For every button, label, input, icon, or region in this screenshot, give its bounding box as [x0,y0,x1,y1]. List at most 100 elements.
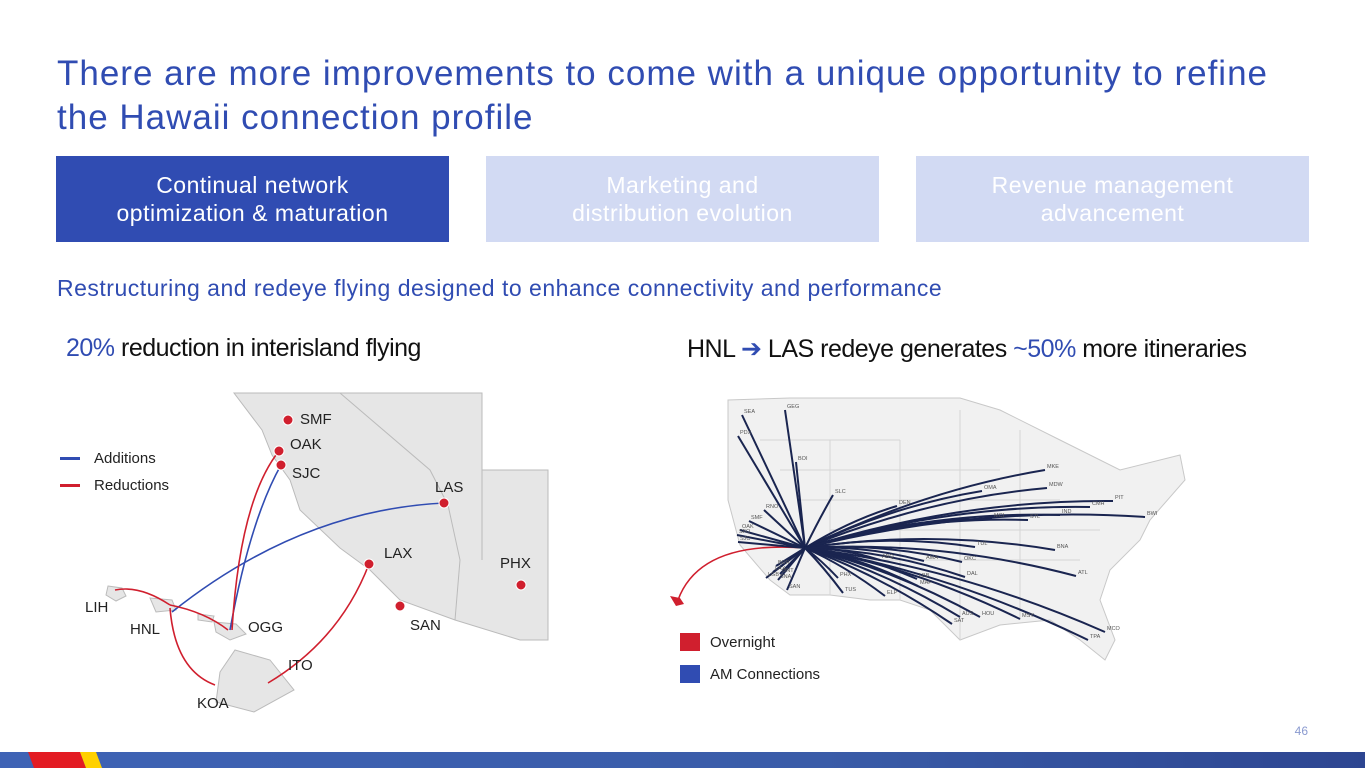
airport-dot-smf [282,414,294,426]
arrow-right-icon: ➔ [741,335,762,363]
airport-label-hou: HOU [982,611,994,617]
additions-swatch [60,457,80,460]
airport-label-lbb: LBB [919,573,930,579]
brand-stripes [28,752,102,768]
airport-label-geg: GEG [787,404,799,410]
route-las-atl [804,545,1077,577]
headline-post: more itineraries [1075,335,1247,363]
airport-label-lgb: LGB [768,572,779,578]
route-las-pdx [737,435,806,549]
route-las-den [804,505,898,549]
route-lih-hnl [114,588,171,606]
airport-label-san: SAN [789,584,800,590]
airport-label-mke: MKE [1047,464,1059,470]
route-las-mdw [804,487,1048,549]
airport-label-ogg: OGG [248,619,283,636]
airport-label-atl: ATL [1078,570,1088,576]
airport-label-pdx: PDX [740,430,752,436]
airport-label-cmh: CMH [1092,501,1105,507]
route-las-sjc [737,541,806,549]
airport-label-koa: KOA [197,695,229,712]
route-las-mke [804,469,1046,549]
overnight-swatch [680,633,700,651]
legend-reductions: Reductions [60,477,169,494]
airport-label-oak: OAK [290,436,322,453]
tab-network-optimization: Continual network optimization & maturat… [56,156,449,242]
airport-label-pit: PIT [1115,495,1124,501]
route-koa-lax [267,563,370,684]
legend-additions-label: Additions [94,450,156,467]
airport-label-aus: AUS [962,611,974,617]
legend-overnight: Overnight [680,633,775,651]
route-las-hou [804,547,981,618]
legend-additions: Additions [60,450,156,467]
route-las-boi [795,461,806,549]
airport-label-bwi: BWI [1147,511,1158,517]
legend-am-label: AM Connections [710,665,821,683]
airport-label-oma: OMA [984,485,997,491]
airport-label-phx: PHX [840,572,852,578]
airport-dot-phx [515,579,527,591]
left-headline: 20% reduction in interisland flying [66,334,421,363]
airport-label-ito: ITO [288,657,313,674]
airport-label-sea: SEA [744,409,755,415]
airport-label-mco: MCO [1107,626,1121,632]
airport-label-sna: SNA [780,574,792,580]
airport-label-tul: TUL [977,541,987,547]
airport-label-smf: SMF [751,515,763,521]
route-las-slc [804,494,834,549]
left-highlight: 20% [66,334,115,362]
airport-label-rno: RNO [766,504,779,510]
headline-mid: LAS redeye generates [761,335,1014,363]
airport-label-mdw: MDW [1049,482,1064,488]
left-headline-text: reduction in interisland flying [114,334,421,362]
route-las-dal [804,547,966,578]
airport-dot-oak [273,445,285,457]
airport-label-boi: BOI [798,456,808,462]
route-hnl-ogg [169,604,229,631]
legend-overnight-label: Overnight [710,633,776,651]
airport-label-bna: BNA [1057,544,1069,550]
airport-label-hnl: HNL [130,621,160,638]
page-title: There are more improvements to come with… [57,54,1269,137]
route-las-tus [804,547,844,594]
airport-label-sjc: SJC [740,536,750,542]
route-las-mco [804,547,1106,633]
section-subtitle: Restructuring and redeye flying designed… [57,275,943,301]
right-highlight: ~50% [1013,335,1076,363]
airport-label-den: DEN [899,500,911,506]
route-las-rno [763,509,806,549]
tab-revenue-management: Revenue management advancement [916,156,1309,242]
route-hnl-las [171,502,445,613]
route-las-stl [804,518,1029,549]
route-las-sea [741,414,806,549]
airport-label-smf: SMF [300,411,332,428]
tab-marketing-distribution: Marketing and distribution evolution [486,156,879,242]
airport-label-abq: ABQ [882,554,894,560]
airport-label-lih: LIH [85,599,108,616]
route-las-sna [777,547,806,581]
airport-label-san: SAN [410,617,441,634]
am-swatch [680,665,700,683]
airport-label-msy: MSY [1022,613,1034,619]
route-las-san [786,547,806,591]
airport-label-elp: ELP [887,590,898,596]
airport-dot-san [394,600,406,612]
airport-label-lax: LAX [775,566,786,572]
airport-label-tpa: TPA [1090,634,1101,640]
airport-label-sjc: SJC [292,465,321,482]
reductions-swatch [60,484,80,487]
airport-label-ind: IND [1062,509,1072,515]
airport-label-las: LAS [435,479,463,496]
airport-label-sfo: SFO [739,529,751,535]
airport-label-maf: MAF [920,580,932,586]
footer-brand-bar [0,752,1365,768]
airport-dot-sjc [275,459,287,471]
airport-label-mci: MCI [994,513,1005,519]
route-ogg-oak [231,450,280,631]
airport-label-ont: ONT [782,568,794,574]
airport-label-ama: AMA [926,555,938,561]
airport-label-slc: SLC [835,489,846,495]
